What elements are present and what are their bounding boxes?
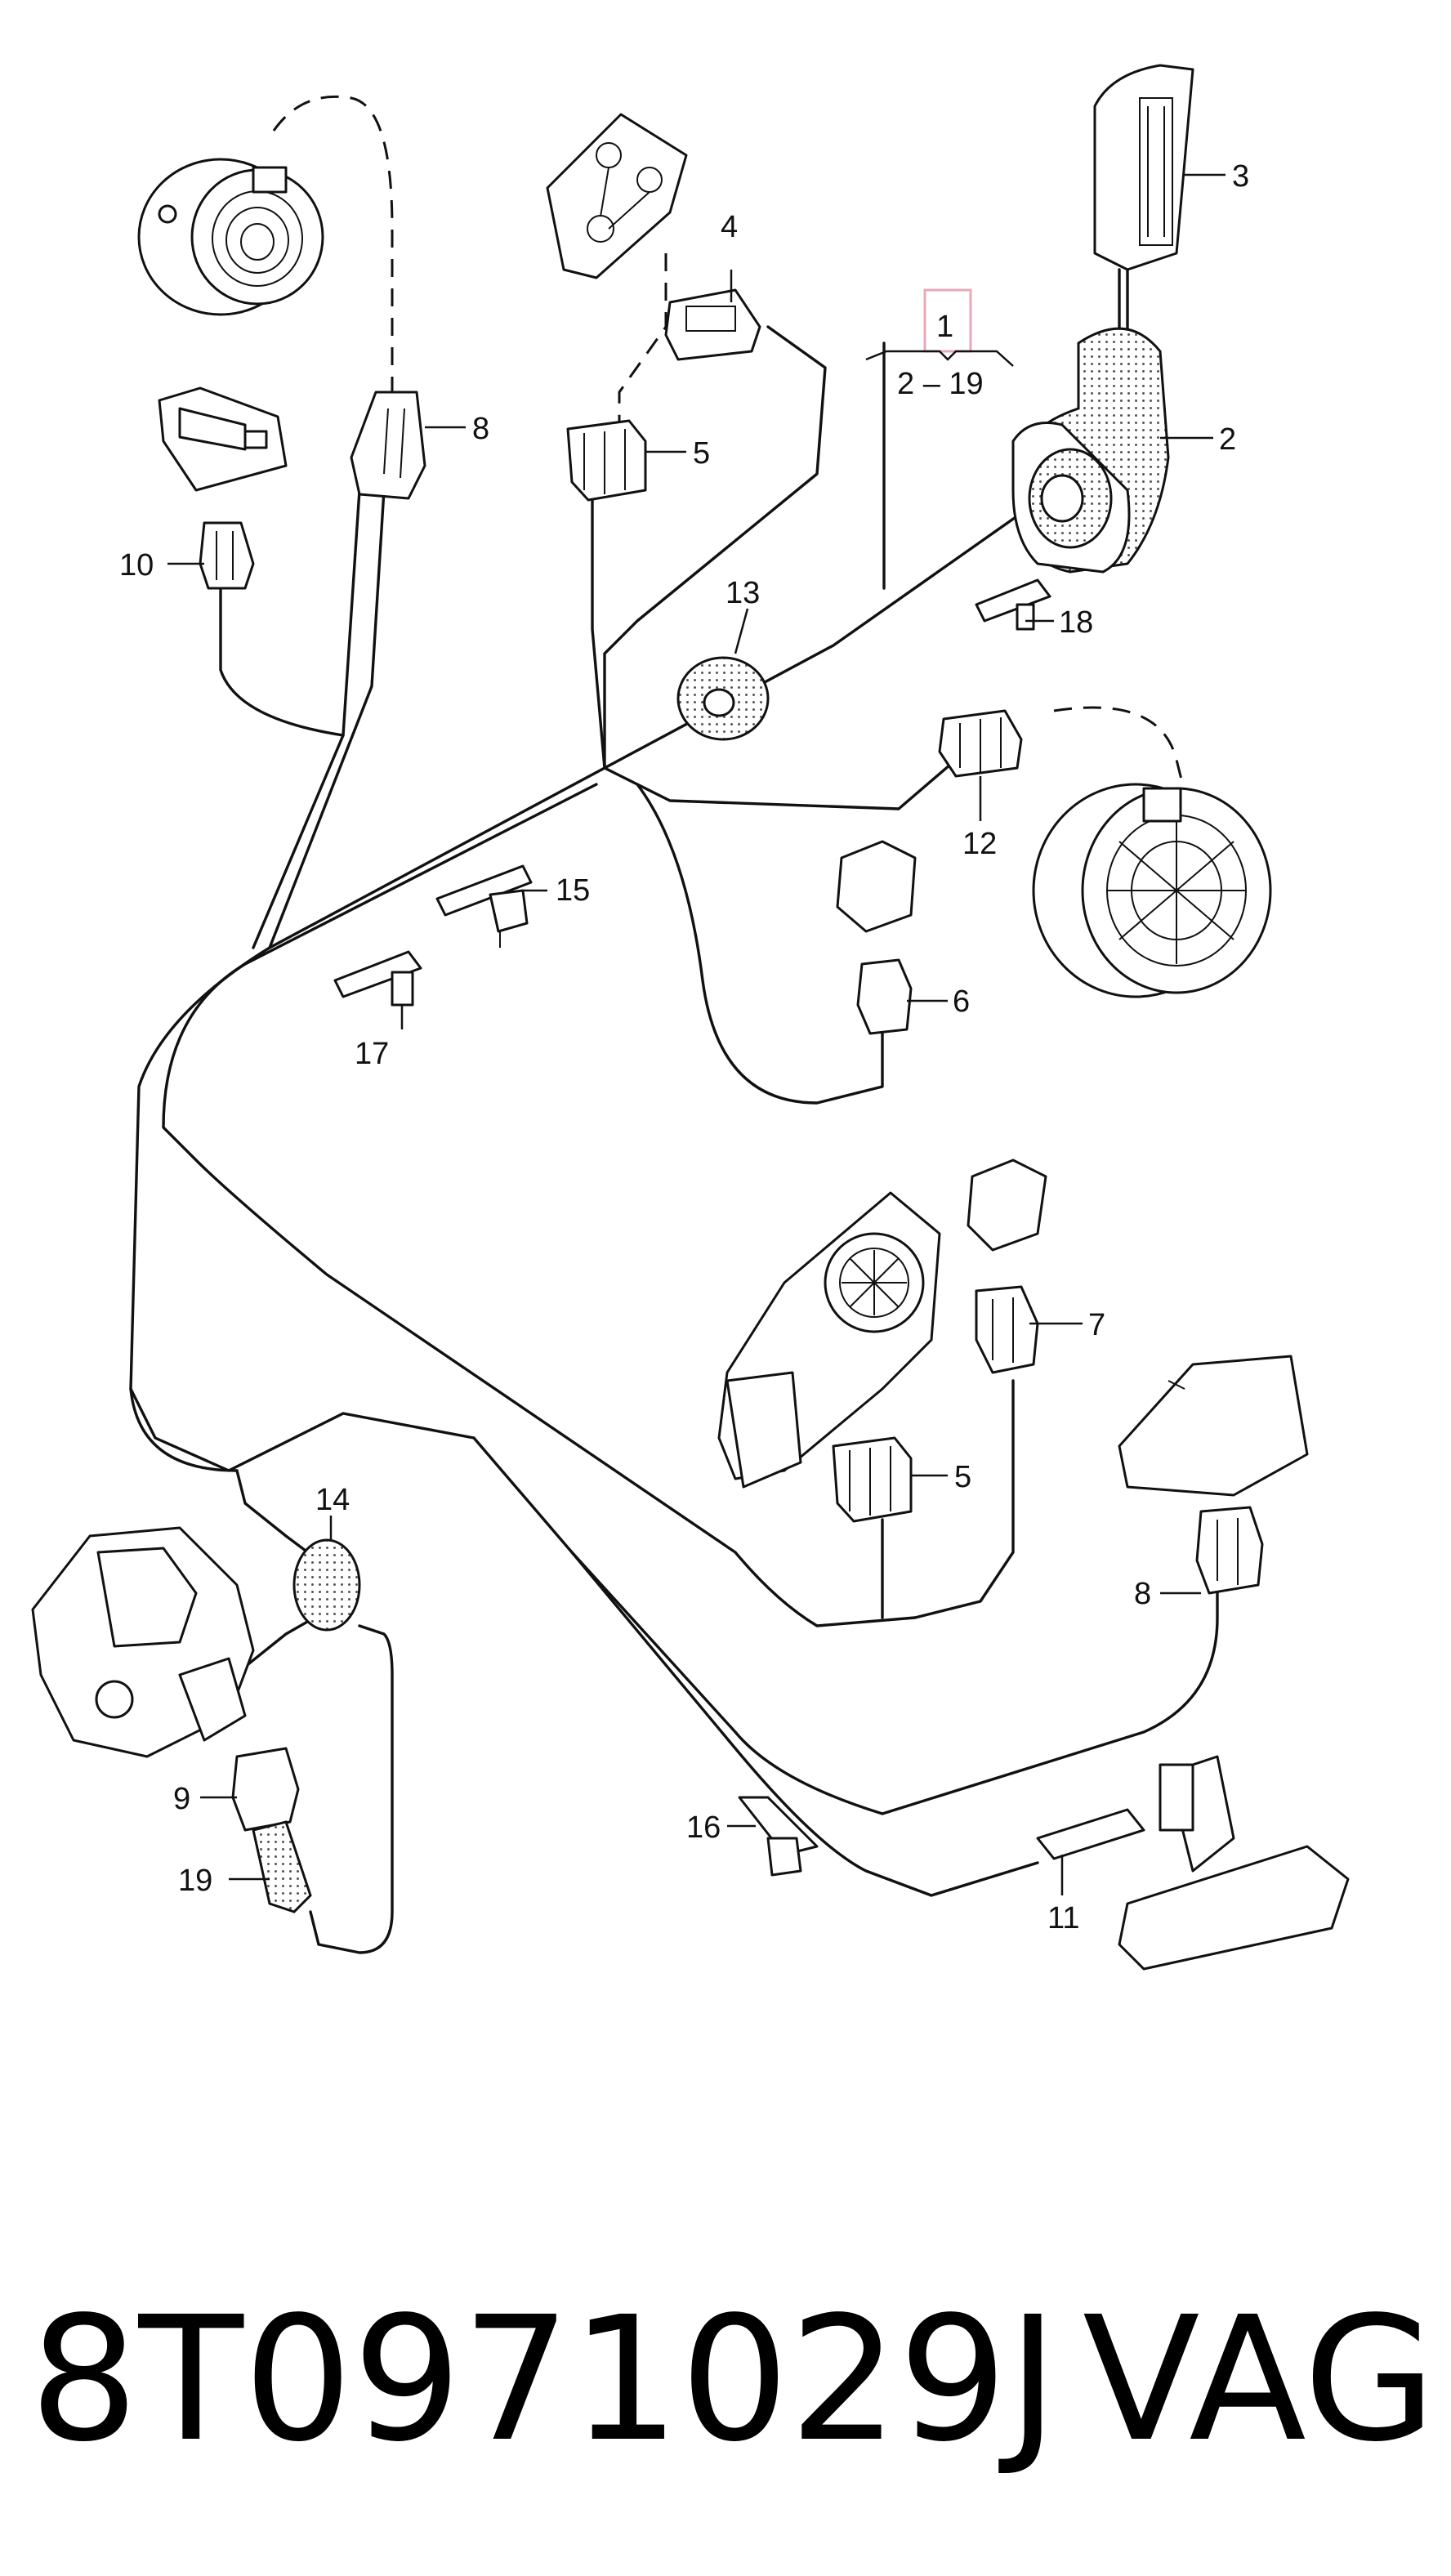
callout-3: 3 [1232,159,1249,194]
callout-7: 7 [1088,1308,1105,1342]
door-handle-icon [1118,1755,1350,1971]
boot-19-icon [252,1820,312,1913]
callout-4: 4 [721,210,738,244]
highlight-box [923,288,972,353]
harness-wires [129,325,1219,1954]
grommet-2-icon [1011,327,1170,574]
callout-12: 12 [962,827,997,861]
tweeter-speaker-icon [137,158,324,316]
clip-15-icon [435,864,533,948]
connector-12-icon [938,709,1023,778]
callout-19: 19 [178,1864,212,1898]
clip-16-icon [738,1796,819,1877]
dashed-guides [272,95,1186,793]
callout-9: 9 [173,1782,190,1816]
woofer-speaker-icon [1032,783,1272,998]
footer-part-number: 8T0971029J [29,2279,1058,2480]
callout-15: 15 [556,873,590,908]
connector-6-icon [856,958,913,1035]
main-part-number: 1 [936,310,953,344]
mirror-switch-plate-icon [546,113,688,279]
part-range-callout: 1 2 – 19 [865,288,1014,401]
grommet-14-icon [292,1538,361,1632]
callout-10: 10 [119,548,154,583]
connector-5-upper-icon [566,419,647,502]
part-range-label: 2 – 19 [897,367,984,401]
callout-5-upper: 5 [693,436,710,471]
grommet-13-icon [676,656,770,741]
connector-5-lower-icon [832,1436,913,1523]
connector-8-upper-icon [350,391,426,500]
callout-labels: 3 2 4 5 8 10 13 18 12 15 17 6 7 5 8 14 9 [119,159,1249,1935]
door-lock-icon [31,1526,255,1758]
callout-11: 11 [1047,1901,1079,1935]
callout-5-lower: 5 [954,1460,971,1494]
connector-7-icon [975,1285,1039,1374]
connector-4-icon [664,288,761,361]
callout-14: 14 [315,1483,350,1517]
callout-8-lower: 8 [1134,1577,1151,1611]
callout-6: 6 [953,984,970,1019]
callout-16: 16 [686,1810,721,1845]
connector-11-icon [1036,1808,1145,1860]
callout-17: 17 [355,1037,389,1071]
switch-icon [158,386,288,492]
relay-block-icon [836,840,917,933]
relay-block-2-icon [967,1159,1047,1252]
callout-13: 13 [726,576,760,610]
connector-3-icon [1093,64,1194,337]
callout-18: 18 [1059,605,1093,640]
door-control-unit-icon [1118,1355,1309,1497]
connector-8-lower-icon [1195,1506,1264,1595]
connector-9-icon [231,1747,300,1832]
window-regulator-motor-icon [717,1191,941,1489]
connector-10-icon [199,521,255,590]
clip-18-icon [975,578,1051,631]
clip-17-icon [333,950,422,1007]
callout-2: 2 [1219,422,1236,457]
callout-8-upper: 8 [472,412,489,446]
footer-brand: VAG [1083,2279,1436,2480]
